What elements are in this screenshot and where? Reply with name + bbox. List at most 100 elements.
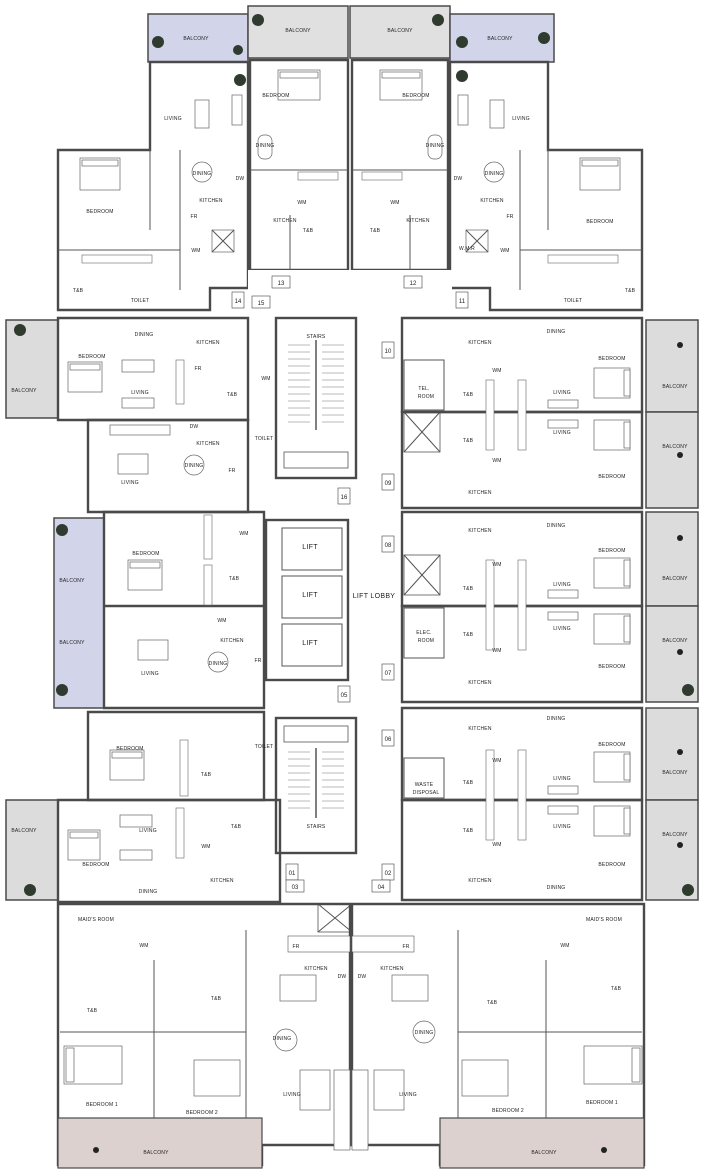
label-wm-top-right: WM: [500, 248, 509, 254]
label-living-r5: LIVING: [553, 776, 571, 782]
label-living-r1: LIVING: [553, 390, 571, 396]
label-balcony-r1: BALCONY: [662, 384, 688, 390]
label-dw-left-16: DW: [190, 424, 199, 430]
balcony-top-mid-right: [349, 5, 451, 59]
label-dining-top-midright: DINING: [426, 143, 445, 149]
svg-text:11: 11: [459, 299, 466, 305]
label-kitchen-bottom-right: KITCHEN: [380, 966, 404, 972]
label-balcony-bottom-left: BALCONY: [143, 1150, 169, 1156]
label-wm-r6: WM: [492, 842, 501, 848]
svg-text:15: 15: [258, 301, 265, 307]
label-tb-top-midleft: T&B: [303, 228, 314, 234]
label-dining-bottom-left: DINING: [273, 1036, 292, 1042]
svg-text:16: 16: [341, 495, 348, 501]
unit-marker-13: 13: [271, 275, 291, 289]
label-balcony-top-midright: BALCONY: [387, 28, 413, 34]
label-fr-left-16: FR: [228, 468, 235, 474]
label-tb-bottom-left-1: T&B: [87, 1008, 98, 1014]
label-wm-top-left: WM: [191, 248, 200, 254]
label-tb-bottom-right-1: T&B: [611, 986, 622, 992]
svg-text:09: 09: [385, 481, 392, 487]
label-balcony-bottom-right: BALCONY: [531, 1150, 557, 1156]
label-dining-top-midleft: DINING: [256, 143, 275, 149]
label-bedroom-left-11: BEDROOM: [132, 551, 159, 557]
unit-marker-03: 03: [285, 879, 305, 893]
label-tb-left-11: T&B: [229, 576, 240, 582]
svg-text:06: 06: [385, 737, 392, 743]
label-fr-top-right: FR: [506, 214, 513, 220]
left-units: BALCONY BEDROOM LIVING DINING KITCHEN T&…: [5, 316, 282, 904]
label-living-top-left: LIVING: [164, 116, 182, 122]
unit-marker-12: 12: [403, 275, 423, 289]
label-toilet-top-left: TOILET: [131, 298, 150, 304]
label-tel-room-2: ROOM: [418, 394, 434, 400]
label-tb-r4: T&B: [463, 632, 474, 638]
unit-marker-11: 11: [455, 291, 469, 309]
svg-text:04: 04: [378, 885, 385, 891]
label-balcony-top-midleft: BALCONY: [285, 28, 311, 34]
label-living-r2: LIVING: [553, 430, 571, 436]
balcony-top-mid-left: [247, 5, 349, 59]
label-kitchen-r2: KITCHEN: [468, 490, 492, 496]
label-bedroom2-bottom-right: BEDROOM 2: [492, 1108, 524, 1114]
label-fr-left-14: FR: [194, 366, 201, 372]
label-tb-top-left: T&B: [73, 288, 84, 294]
label-bedroom1-bottom-left: BEDROOM 1: [86, 1102, 118, 1108]
label-balcony-r2: BALCONY: [662, 444, 688, 450]
unit-marker-05: 05: [337, 685, 351, 703]
label-fr-left-11: FR: [254, 658, 261, 664]
label-wm-r4: WM: [492, 648, 501, 654]
label-balcony-left-08: BALCONY: [11, 828, 37, 834]
label-tb-r5: T&B: [463, 780, 474, 786]
unit-left-11: [102, 510, 266, 710]
label-living-bottom-right: LIVING: [399, 1092, 417, 1098]
balcony-left-14: [5, 319, 59, 419]
label-living-left-11: LIVING: [141, 671, 159, 677]
unit-marker-16: 16: [337, 487, 351, 505]
label-tb-top-midright: T&B: [370, 228, 381, 234]
label-wmr: W.M.R: [459, 246, 475, 252]
svg-text:10: 10: [385, 349, 392, 355]
label-kitchen-top-midright: KITCHEN: [406, 218, 430, 224]
label-bedroom-r2: BEDROOM: [598, 474, 625, 480]
label-wm-top-midright: WM: [390, 200, 399, 206]
label-bedroom-r3: BEDROOM: [598, 548, 625, 554]
label-lift-3: LIFT: [302, 640, 318, 647]
label-kitchen-bottom-left: KITCHEN: [304, 966, 328, 972]
label-bedroom-r5: BEDROOM: [598, 742, 625, 748]
lift-2: [281, 575, 343, 619]
unit-right-6: [400, 798, 644, 902]
label-tb-r3: T&B: [463, 586, 474, 592]
unit-marker-01: 01: [285, 863, 299, 881]
label-tb-bottom-left-2: T&B: [211, 996, 222, 1002]
label-balcony-r6: BALCONY: [662, 832, 688, 838]
label-bedroom-r6: BEDROOM: [598, 862, 625, 868]
svg-text:08: 08: [385, 543, 392, 549]
label-toilet-left-16: TOILET: [255, 436, 274, 442]
lift-shaft: [264, 518, 350, 682]
label-dining-left-08: DINING: [139, 889, 158, 895]
balcony-left-08: [5, 799, 59, 901]
label-dining-left-14: DINING: [135, 332, 154, 338]
label-balcony-r5: BALCONY: [662, 770, 688, 776]
label-living-bottom-left: LIVING: [283, 1092, 301, 1098]
label-stairs-top: STAIRS: [307, 334, 326, 340]
label-balcony-top-right: BALCONY: [487, 36, 513, 42]
label-balcony-left-14: BALCONY: [11, 388, 37, 394]
unit-left-08: [56, 798, 282, 904]
unit-marker-07: 07: [381, 663, 395, 681]
label-waste-2: DISPOSAL: [413, 790, 440, 796]
label-balcony-left-11a: BALCONY: [59, 578, 85, 584]
label-dining-r3: DINING: [547, 523, 566, 529]
label-kitchen-r1: KITCHEN: [468, 340, 492, 346]
label-tel-room-1: TEL.: [418, 386, 429, 392]
label-bedroom1-bottom-right: BEDROOM 1: [586, 1100, 618, 1106]
svg-text:13: 13: [278, 281, 285, 287]
balcony-top-right: [449, 13, 555, 63]
svg-text:14: 14: [235, 299, 242, 305]
label-bedroom-r4: BEDROOM: [598, 664, 625, 670]
label-bedroom-top-left: BEDROOM: [86, 209, 113, 215]
svg-text:07: 07: [385, 671, 392, 677]
unit-marker-14: 14: [231, 291, 245, 309]
